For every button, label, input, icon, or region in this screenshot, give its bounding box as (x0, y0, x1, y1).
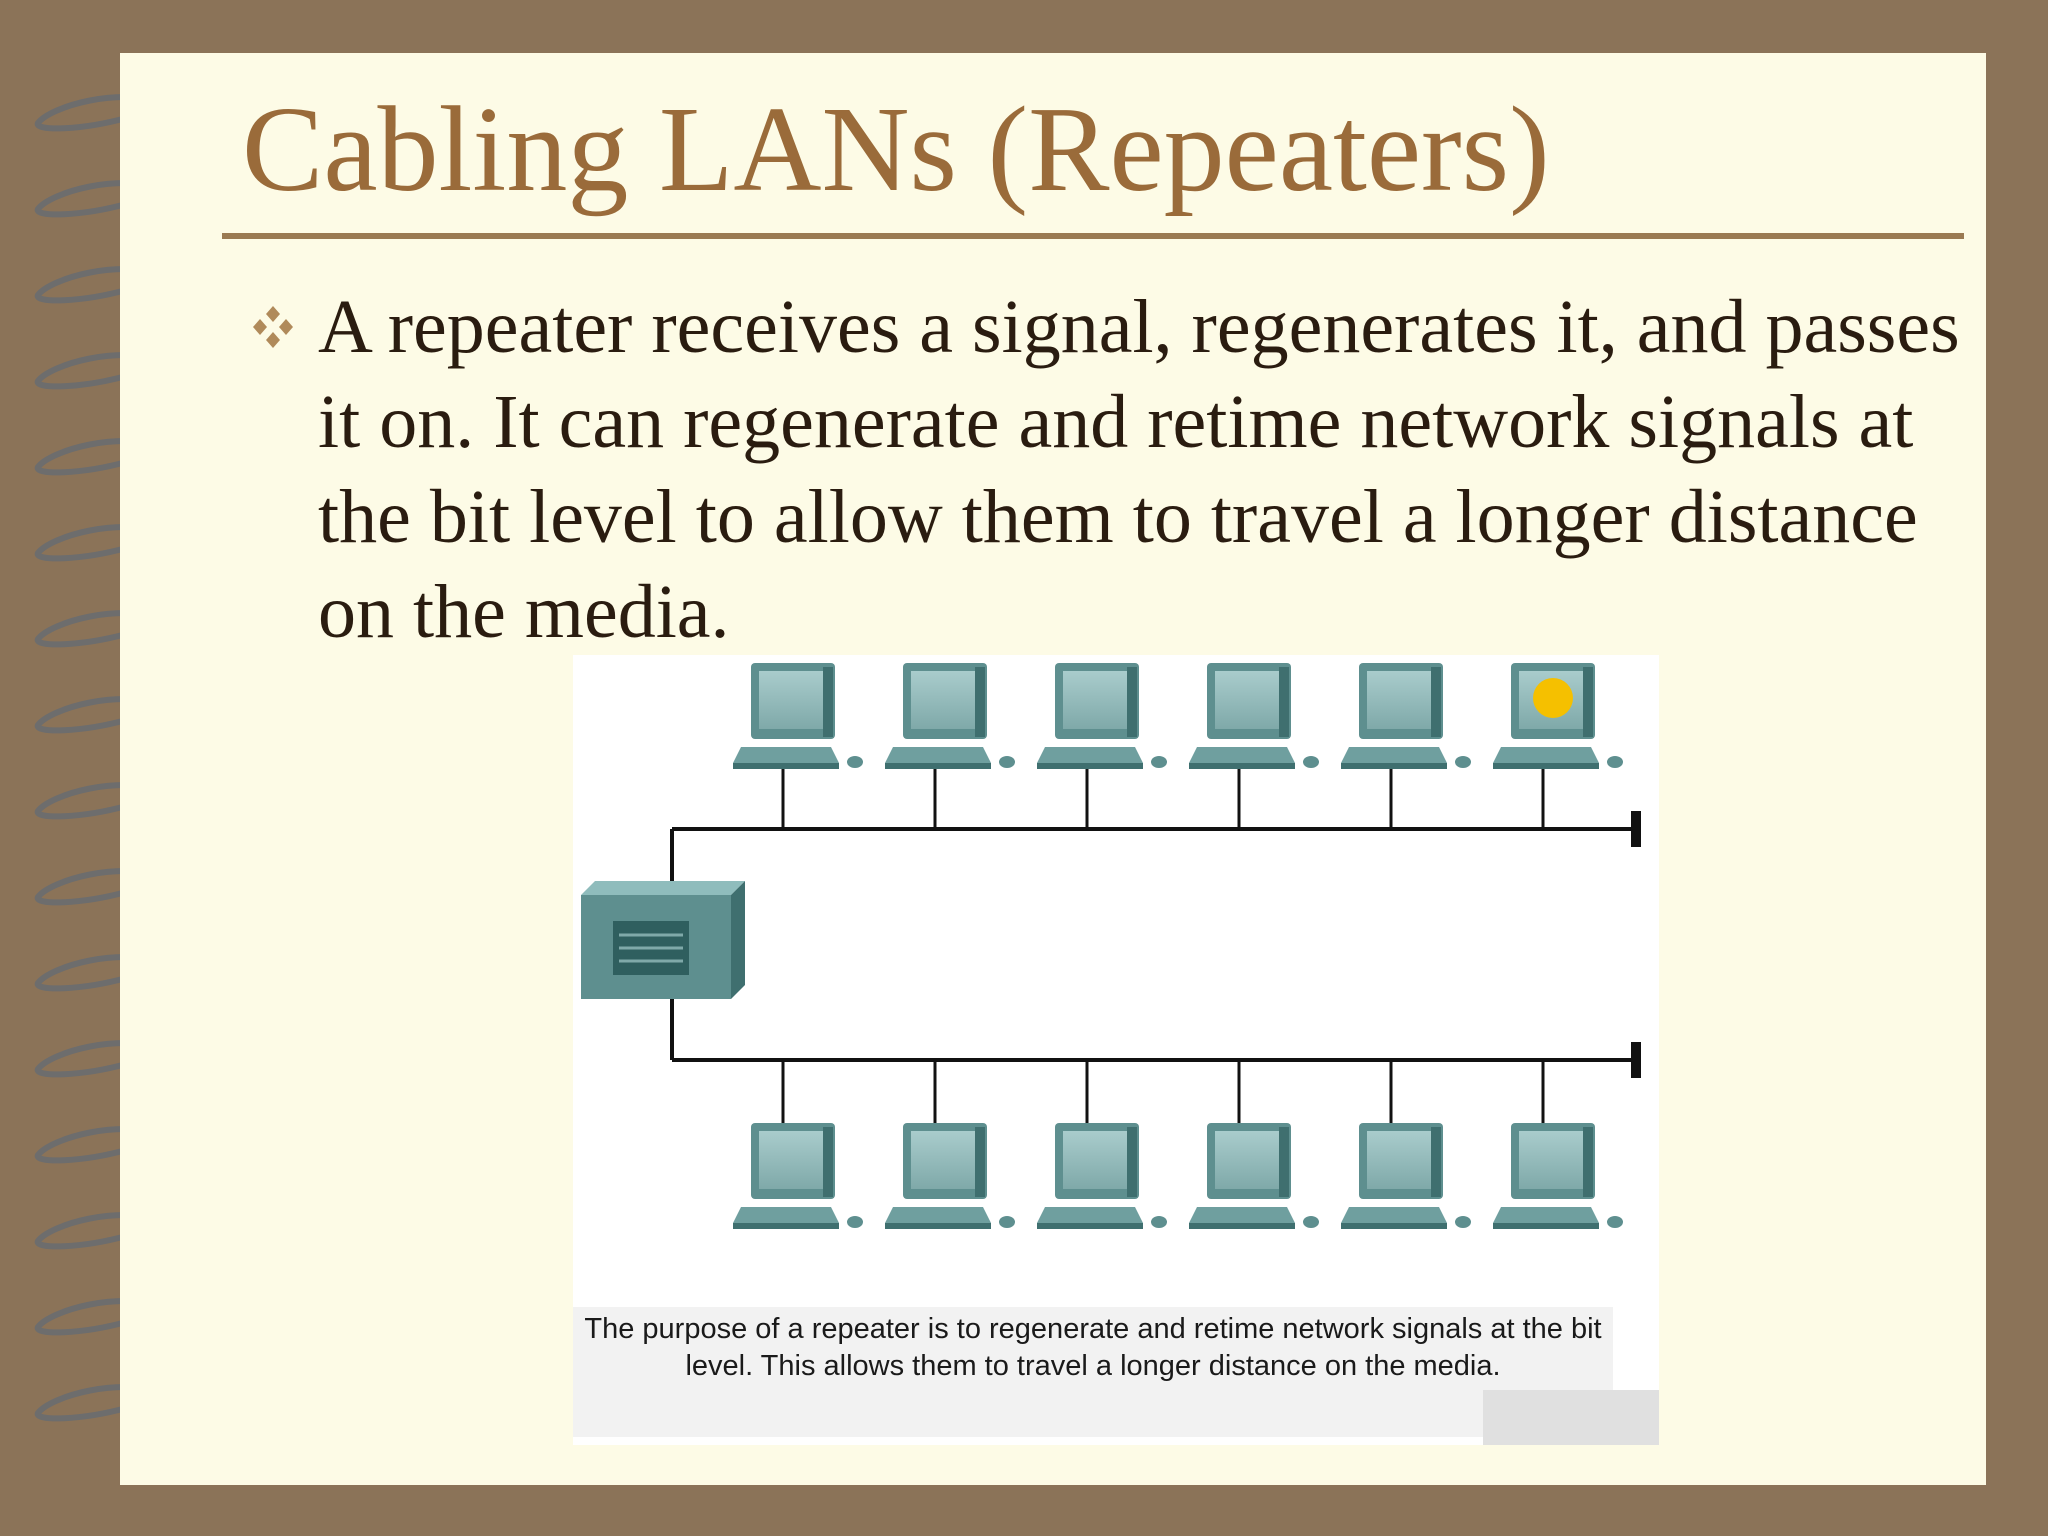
host-top-4 (1189, 663, 1319, 829)
host-bottom-5 (1341, 1060, 1471, 1229)
host-top-1 (733, 663, 863, 829)
caption-corner-block (1483, 1390, 1659, 1445)
host-top-2 (885, 663, 1015, 829)
host-bottom-1 (733, 1060, 863, 1229)
title-divider (222, 233, 1964, 239)
host-top-5 (1341, 663, 1471, 829)
host-bottom-2 (885, 1060, 1015, 1229)
repeater-device (581, 881, 745, 999)
diamond-cluster-icon (253, 306, 293, 348)
repeater-diagram: The purpose of a repeater is to regenera… (573, 655, 1659, 1445)
top-bus-terminator (1631, 811, 1641, 847)
bottom-bus-terminator (1631, 1042, 1641, 1078)
bullet-text: A repeater receives a signal, regenerate… (318, 285, 1960, 654)
host-top-3 (1037, 663, 1167, 829)
host-bottom-6 (1493, 1060, 1623, 1229)
network-diagram (581, 663, 1641, 1229)
signal-dot (1533, 678, 1573, 718)
host-top-6 (1493, 663, 1623, 829)
slide-title: Cabling LANs (Repeaters) (242, 82, 1550, 217)
host-bottom-4 (1189, 1060, 1319, 1229)
diagram-caption: The purpose of a repeater is to regenera… (573, 1307, 1613, 1437)
host-bottom-3 (1037, 1060, 1167, 1229)
